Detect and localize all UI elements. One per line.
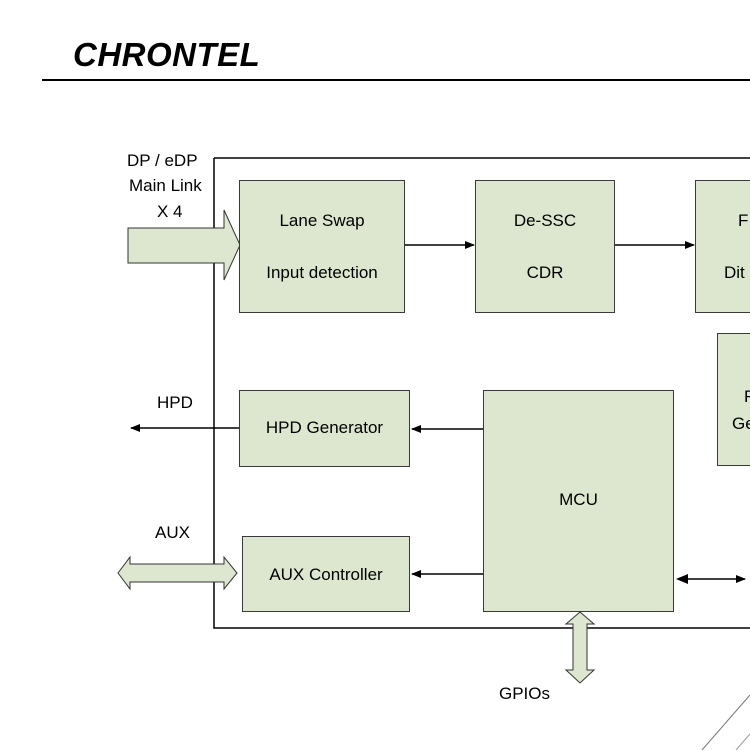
- gpio-bus-double-arrow: [564, 611, 596, 684]
- aux-label: AUX: [155, 523, 190, 542]
- chrontel-logo: CHRONTEL: [73, 36, 261, 73]
- hpd-generator-title: HPD Generator: [265, 418, 384, 437]
- de-ssc-title: De-SSC: [513, 211, 577, 230]
- main-link-bus-arrow: [127, 209, 241, 281]
- lane-swap-subtitle: Input detection: [266, 263, 378, 282]
- cdr-subtitle: CDR: [526, 263, 564, 282]
- main-link-label-line3: X 4: [157, 202, 183, 221]
- generator-block-subtitle: Ge: [732, 414, 750, 433]
- generator-block-title: F: [744, 387, 750, 406]
- aux-bus-double-arrow: [117, 555, 238, 591]
- hpd-label: HPD: [157, 393, 193, 412]
- main-link-label-line1: DP / eDP: [127, 151, 198, 170]
- lane-swap-title: Lane Swap: [279, 211, 365, 230]
- aux-controller-title: AUX Controller: [269, 565, 383, 584]
- main-link-label-line2: Main Link: [129, 176, 202, 195]
- gpios-label: GPIOs: [499, 684, 551, 703]
- dither-block-partial: F Dit: [695, 180, 750, 313]
- mcu-block: MCU: [483, 390, 674, 612]
- aux-controller-block: AUX Controller: [242, 536, 410, 612]
- lane-swap-block: Lane Swap Input detection: [239, 180, 405, 313]
- generator-block-partial: F Ge: [717, 333, 750, 466]
- dither-block-title: F: [738, 211, 749, 230]
- corner-line-2: [735, 733, 750, 750]
- de-ssc-block: De-SSC CDR: [475, 180, 615, 313]
- mcu-title: MCU: [559, 490, 598, 509]
- hpd-generator-block: HPD Generator: [239, 390, 410, 467]
- header-rule: [42, 79, 750, 81]
- mcu-bidirectional-arrow-head-left: [676, 574, 688, 584]
- dither-block-subtitle: Dit: [724, 263, 745, 282]
- chip-outline: [213, 157, 750, 629]
- corner-line-1: [701, 694, 750, 750]
